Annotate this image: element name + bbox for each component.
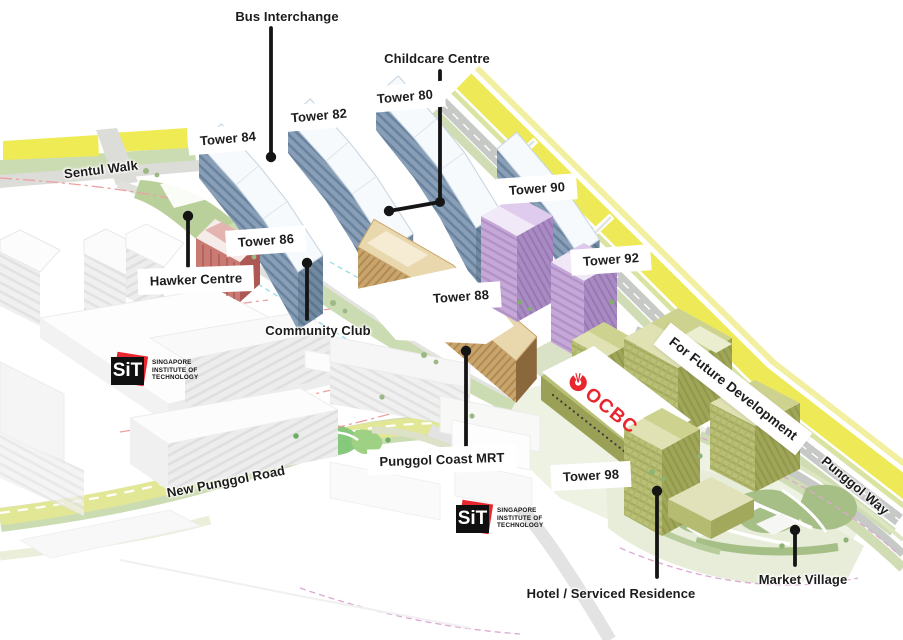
sit-logo-campus: SiT SINGAPORE INSTITUTE OF TECHNOLOGY — [111, 351, 198, 387]
sit-logo-line3: TECHNOLOGY — [497, 522, 544, 529]
sit-logo-mark: SiT — [111, 351, 149, 387]
label-hotel-serviced-residence: Hotel / Serviced Residence — [526, 586, 696, 601]
label-hawker-centre: Hawker Centre — [137, 264, 255, 296]
sit-logo-line1: SINGAPORE — [152, 359, 192, 366]
building-green-d — [668, 477, 754, 539]
anchor-community-club — [301, 257, 313, 269]
sit-logo-text: SINGAPORE INSTITUTE OF TECHNOLOGY — [497, 507, 543, 530]
label-market-village: Market Village — [758, 572, 848, 587]
sit-logo-monogram: SiT — [456, 505, 489, 533]
sit-logo-line1: SINGAPORE — [497, 507, 537, 514]
sit-logo-line2: INSTITUTE OF — [497, 514, 543, 522]
anchor-hawker-centre — [182, 210, 194, 222]
label-childcare-centre: Childcare Centre — [384, 51, 490, 66]
campus-buildings — [0, 223, 541, 629]
sit-logo-line3: TECHNOLOGY — [152, 374, 199, 381]
sit-logo-east: SiT SINGAPORE INSTITUTE OF TECHNOLOGY — [456, 499, 543, 535]
sit-logo-line2: INSTITUTE OF — [152, 366, 198, 374]
label-punggol-coast-mrt: Punggol Coast MRT — [366, 444, 518, 476]
label-bus-interchange: Bus Interchange — [235, 9, 339, 24]
anchor-bus-interchange — [265, 151, 277, 163]
sit-logo-monogram: SiT — [111, 357, 144, 385]
label-community-club: Community Club — [265, 323, 371, 338]
anchor-market-village — [789, 524, 801, 536]
anchor-childcare-centre — [383, 205, 395, 217]
anchor-childcare-centre-elbow — [435, 197, 445, 207]
sit-logo-mark: SiT — [456, 499, 494, 535]
anchor-punggol-coast-mrt — [460, 345, 472, 357]
anchor-hotel — [651, 485, 663, 497]
leader-lines — [182, 26, 801, 579]
sit-logo-text: SINGAPORE INSTITUTE OF TECHNOLOGY — [152, 359, 198, 382]
trees — [143, 168, 849, 549]
label-tower-98: Tower 98 — [550, 460, 632, 492]
